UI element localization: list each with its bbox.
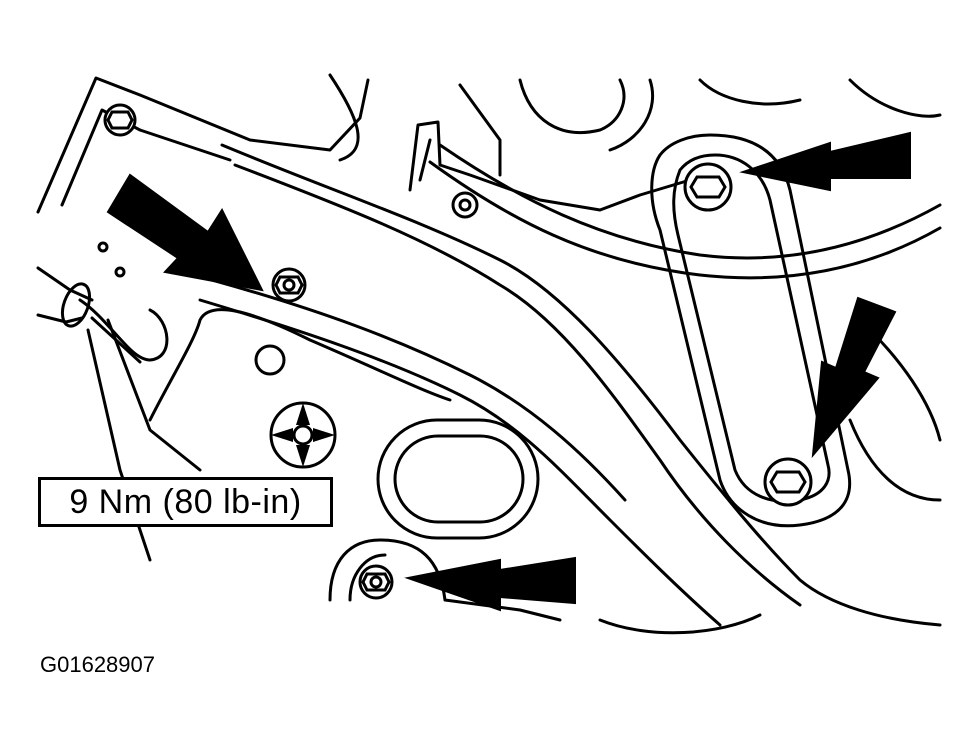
arrow-icon	[739, 131, 911, 192]
right-arm-outer	[650, 133, 852, 528]
top-curve-2	[518, 78, 626, 135]
torque-spec-label: 9 Nm (80 lb-in)	[38, 477, 333, 527]
main-rail-lower	[198, 298, 722, 627]
rail-mid-line-1	[233, 163, 802, 607]
gear-tooth-2	[313, 428, 335, 442]
gear-tooth-1	[296, 403, 310, 425]
lower-plate-outline	[148, 308, 452, 422]
upper-left-bolt	[103, 103, 137, 137]
small-hole-1	[97, 241, 109, 253]
right-arm-inner	[672, 153, 831, 503]
arrow-icon	[811, 296, 897, 459]
cable-loop	[78, 298, 169, 362]
middle-nut	[271, 267, 307, 303]
left-frame-edge	[86, 328, 152, 562]
bottom-plate	[328, 538, 447, 602]
upper-left-bracket	[36, 76, 370, 214]
center-bracket-hole-inner	[458, 198, 472, 212]
oval-slot-outer	[376, 418, 540, 540]
top-edge-line	[458, 83, 502, 177]
center-bracket-inner	[418, 138, 432, 182]
main-rail-upper	[220, 143, 942, 627]
center-bracket	[408, 120, 692, 212]
gear-tooth-3	[296, 445, 310, 467]
center-bracket-hole	[451, 191, 479, 219]
plate-hole	[254, 344, 286, 376]
small-hole-2	[114, 266, 126, 278]
arrow-icon	[106, 173, 264, 292]
lower-right-bolt	[763, 457, 813, 507]
upper-cable-top	[438, 143, 942, 260]
bottom-lower-line	[443, 598, 562, 622]
bottom-nut	[358, 564, 394, 600]
right-side-curve-2	[848, 418, 942, 502]
cable-end-fitting	[60, 282, 92, 328]
arrow-icon	[404, 556, 576, 612]
gear-hub	[292, 424, 314, 446]
right-side-curve	[868, 328, 942, 442]
upper-right-bolt	[683, 162, 733, 212]
top-curve-4	[698, 78, 802, 106]
bottom-plate-2	[348, 553, 387, 602]
left-cable-lower	[36, 313, 84, 324]
rail-mid-line-2	[210, 278, 627, 502]
oval-slot-inner	[393, 434, 525, 524]
right-lower-edge	[598, 613, 762, 635]
top-curve-5	[848, 78, 942, 118]
top-curve-1	[328, 73, 360, 162]
figure-id: G01628907	[40, 652, 155, 677]
left-frame-edge-2	[106, 318, 202, 472]
upper-cable-bottom	[428, 160, 942, 280]
gear-tooth-4	[271, 428, 293, 442]
top-curve-3	[608, 78, 655, 152]
